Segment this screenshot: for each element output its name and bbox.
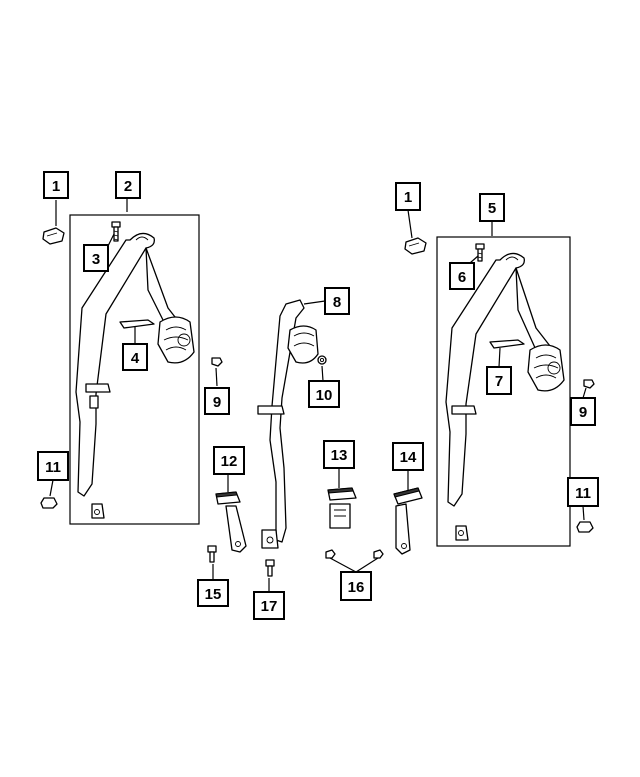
callout-label: 8 xyxy=(333,294,341,311)
callout-label: 7 xyxy=(495,373,503,390)
callout-label: 14 xyxy=(400,449,417,466)
callout-4: 4 xyxy=(122,343,148,371)
part-6-bolt xyxy=(475,243,485,262)
callout-label: 1 xyxy=(52,178,60,195)
callout-8: 8 xyxy=(324,287,350,315)
callout-label: 1 xyxy=(404,189,412,206)
part-10-nut xyxy=(317,355,327,365)
callout-label: 11 xyxy=(45,459,61,476)
part-8-seat-belt-center xyxy=(257,299,319,549)
callout-14: 14 xyxy=(392,442,424,471)
callout-13: 13 xyxy=(323,440,355,469)
callout-label: 5 xyxy=(488,200,496,217)
part-3-bolt xyxy=(111,221,121,242)
part-16-nuts xyxy=(325,549,384,559)
part-17-bolt xyxy=(265,559,275,577)
callout-3: 3 xyxy=(83,244,109,272)
group-frame-left xyxy=(69,214,200,525)
part-11-nut-left xyxy=(40,497,58,509)
part-5-seat-belt-right xyxy=(445,252,565,541)
callout-17: 17 xyxy=(253,591,285,620)
part-1-cap-left xyxy=(42,227,65,245)
part-7-trim-cover-right xyxy=(489,339,525,349)
callout-label: 4 xyxy=(131,350,140,367)
callout-16: 16 xyxy=(340,571,372,601)
part-15-bolt xyxy=(207,545,217,563)
callout-label: 3 xyxy=(92,251,100,268)
callout-label: 9 xyxy=(579,404,587,421)
callout-15: 15 xyxy=(197,579,229,607)
callout-label: 16 xyxy=(348,579,365,596)
callout-7: 7 xyxy=(486,366,512,395)
callout-label: 17 xyxy=(261,598,278,615)
callout-5: 5 xyxy=(479,193,505,222)
part-9-bolt-left xyxy=(211,357,223,367)
leader-lines xyxy=(49,198,587,592)
callout-label: 10 xyxy=(316,387,333,404)
callout-label: 15 xyxy=(205,586,222,603)
callout-11-right: 11 xyxy=(567,477,599,507)
callout-1-right: 1 xyxy=(395,182,421,211)
part-14-buckle xyxy=(393,487,423,555)
part-2-seat-belt-left xyxy=(75,232,195,519)
part-11-nut-right xyxy=(576,521,594,533)
callout-12: 12 xyxy=(213,446,245,475)
callout-label: 12 xyxy=(221,453,238,470)
part-9-bolt-right xyxy=(583,379,595,389)
callout-label: 13 xyxy=(331,447,348,464)
callout-1-left: 1 xyxy=(43,171,69,199)
callout-label: 9 xyxy=(213,394,221,411)
part-4-trim-cover-left xyxy=(119,319,155,329)
callout-2: 2 xyxy=(115,171,141,199)
callout-label: 2 xyxy=(124,178,132,195)
callout-9-left: 9 xyxy=(204,387,230,415)
part-1-cap-right xyxy=(404,237,427,255)
callout-label: 11 xyxy=(575,485,591,502)
callout-label: 6 xyxy=(458,269,466,286)
callout-6: 6 xyxy=(449,262,475,290)
part-13-buckle xyxy=(327,487,357,529)
callout-9-right: 9 xyxy=(570,397,596,426)
group-frame-right xyxy=(436,236,571,547)
callout-10: 10 xyxy=(308,380,340,408)
part-12-buckle xyxy=(215,491,247,553)
callout-11-left: 11 xyxy=(37,451,69,481)
